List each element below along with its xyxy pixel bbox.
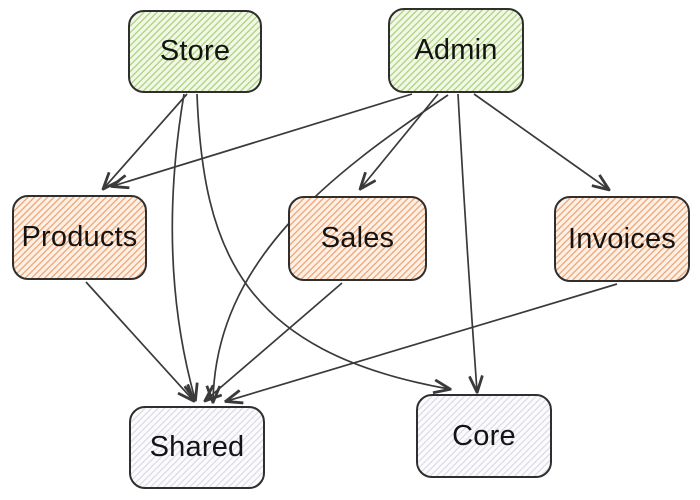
node-shared-label: Shared (149, 431, 245, 463)
edge-sales-shared (206, 282, 343, 400)
node-core-label: Core (452, 419, 516, 452)
node-shared: Shared (129, 406, 265, 489)
edge-store-products (104, 93, 188, 188)
edge-admin-core (457, 93, 477, 391)
edge-admin-invoices (473, 93, 608, 189)
node-store: Store (128, 10, 262, 93)
node-products-label: Products (21, 221, 138, 253)
node-invoices: Invoices (554, 196, 690, 282)
node-sales-label: Sales (320, 222, 395, 254)
edge-invoices-shared (227, 283, 618, 401)
edge-admin-shared (213, 94, 449, 401)
node-sales: Sales (288, 196, 427, 281)
edge-products-shared (85, 281, 193, 400)
node-admin: Admin (388, 8, 524, 93)
node-admin-label: Admin (414, 34, 498, 66)
node-products: Products (12, 195, 147, 280)
node-store-label: Store (159, 35, 231, 67)
edge-admin-products (113, 93, 413, 186)
node-core: Core (416, 394, 552, 478)
edge-admin-sales (361, 93, 439, 188)
edge-store-shared (171, 93, 195, 399)
edge-store-core (196, 93, 449, 389)
node-invoices-label: Invoices (568, 222, 676, 255)
